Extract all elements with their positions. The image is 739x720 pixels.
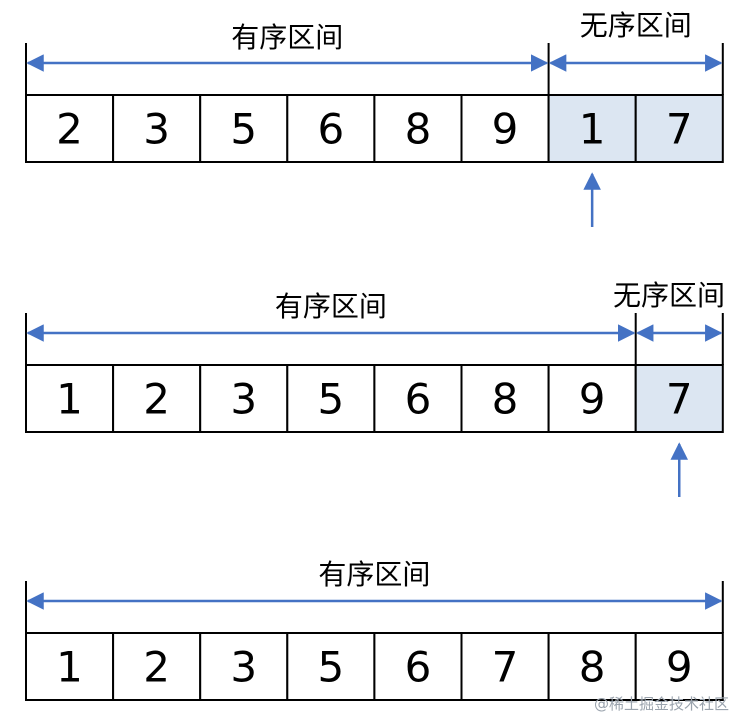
sorted-cell — [286, 364, 376, 433]
cell-value: 7 — [666, 375, 693, 424]
sorted-cell — [634, 632, 724, 701]
cell-value: 1 — [56, 375, 83, 424]
unsorted-cell — [634, 364, 724, 433]
sorted-cell — [199, 94, 289, 163]
cell-value: 6 — [405, 375, 432, 424]
sorted-cell — [112, 632, 202, 701]
sorted-cell — [373, 94, 463, 163]
stage-2: 1 2 3 5 6 8 9 7 有序区间 无序区间 — [25, 279, 725, 497]
stage-1: 2 3 5 6 8 9 1 7 有序区间 无序区间 — [25, 9, 724, 227]
sorted-interval-label: 有序区间 — [231, 21, 343, 54]
cell-value: 2 — [143, 375, 170, 424]
unsorted-interval-label: 无序区间 — [613, 279, 725, 312]
stage-3: 1 2 3 5 6 7 8 9 有序区间 — [25, 558, 724, 701]
cell-value: 3 — [143, 105, 170, 154]
sorted-cell — [460, 364, 550, 433]
cell-value: 3 — [230, 375, 257, 424]
unsorted-cell — [547, 94, 637, 163]
cell-value: 1 — [579, 105, 606, 154]
sorted-cell — [25, 364, 115, 433]
sorted-cell — [112, 94, 202, 163]
sorted-cell — [373, 632, 463, 701]
sorted-cell — [199, 364, 289, 433]
cell-value: 8 — [579, 643, 606, 692]
cell-value: 3 — [230, 643, 257, 692]
cell-value: 9 — [492, 105, 519, 154]
cell-value: 5 — [230, 105, 257, 154]
cell-value: 6 — [317, 105, 344, 154]
cell-value: 9 — [666, 643, 693, 692]
sorted-cell — [460, 94, 550, 163]
sorted-interval-label: 有序区间 — [318, 558, 430, 591]
sorted-cell — [286, 632, 376, 701]
sorted-cell — [460, 632, 550, 701]
sorted-cell — [112, 364, 202, 433]
cell-value: 1 — [56, 643, 83, 692]
sorted-cell — [25, 94, 115, 163]
sorted-cell — [373, 364, 463, 433]
unsorted-interval-label: 无序区间 — [580, 9, 692, 42]
watermark: @稀土掘金技术社区 — [593, 695, 729, 713]
cell-value: 5 — [317, 375, 344, 424]
cell-value: 8 — [405, 105, 432, 154]
cell-value: 2 — [56, 105, 83, 154]
cell-value: 6 — [405, 643, 432, 692]
cell-value: 7 — [666, 105, 693, 154]
cell-value: 8 — [492, 375, 519, 424]
sorted-cell — [25, 632, 115, 701]
cell-value: 7 — [492, 643, 519, 692]
cell-value: 9 — [579, 375, 606, 424]
cell-value: 2 — [143, 643, 170, 692]
cell-value: 5 — [317, 643, 344, 692]
sorted-interval-label: 有序区间 — [275, 290, 387, 323]
unsorted-cell — [634, 94, 724, 163]
